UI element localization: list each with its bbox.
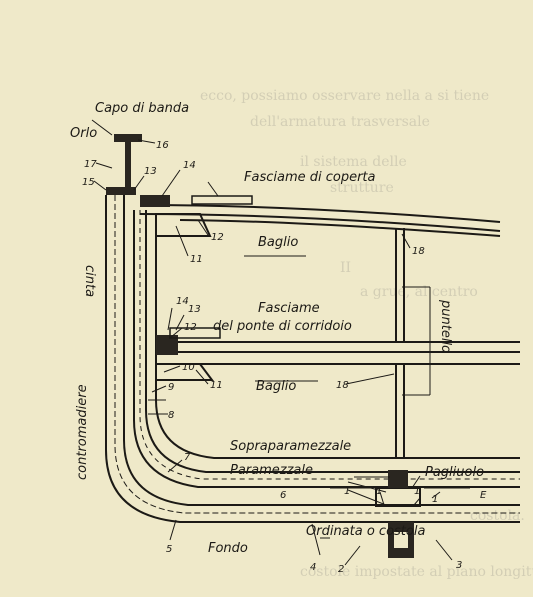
label-fasciame-corridoio-1: Fasciame: [258, 301, 320, 316]
num-10: 10: [182, 362, 195, 373]
num-6: 6: [280, 490, 286, 501]
num-11a: 11: [190, 254, 203, 265]
bg-line-5: II: [340, 260, 351, 276]
num-1a: 1: [344, 486, 350, 497]
corridor-clamp: [156, 335, 178, 355]
num-12b: 12: [184, 322, 197, 333]
num-18a: 18: [412, 246, 425, 257]
num-e: E: [480, 490, 487, 501]
num-16: 16: [156, 140, 169, 151]
bg-line-4: strutture: [330, 180, 394, 196]
text-labels: Capo di banda Orlo Fasciame di coperta B…: [70, 101, 484, 556]
bg-line-2: dell'armatura trasversale: [250, 114, 430, 130]
num-5: 5: [166, 544, 172, 555]
num-3: 3: [456, 560, 462, 571]
reference-numbers: 16 17 15 14 13 12 11 18 14 13 12 10 11 9…: [82, 140, 487, 575]
num-4: 4: [310, 562, 316, 573]
label-baglio-mid: Baglio: [256, 379, 296, 394]
num-9: 9: [168, 382, 174, 393]
label-capo-di-banda: Capo di banda: [95, 101, 189, 116]
label-orlo: Orlo: [70, 126, 97, 141]
num-14a: 14: [183, 160, 196, 171]
num-11b: 11: [210, 380, 223, 391]
bg-line-6: a grue, al centro: [360, 284, 478, 300]
num-13a: 13: [144, 166, 157, 177]
label-soprapamezzale: Sopraparamezzale: [230, 439, 351, 454]
background-bleed-text: ecco, possiamo osservare nella a si tien…: [200, 88, 533, 580]
num-12: 12: [211, 232, 224, 243]
num-7: 7: [184, 452, 191, 463]
label-pagliuolo: Pagliuolo: [425, 465, 484, 480]
bg-line-1: ecco, possiamo osservare nella a si tien…: [200, 88, 489, 104]
num-18b: 18: [336, 380, 349, 391]
num-17: 17: [84, 159, 97, 170]
leader-lines: [91, 119, 453, 566]
label-fasciame-di-coperta: Fasciame di coperta: [244, 170, 376, 185]
num-15: 15: [82, 177, 95, 188]
num-1d: 1: [432, 494, 438, 505]
num-13b: 13: [188, 304, 201, 315]
bg-line-7: costola.: [470, 508, 525, 524]
hull-structure: [105, 134, 520, 558]
label-fondo: Fondo: [208, 541, 248, 556]
num-8: 8: [168, 410, 174, 421]
label-ordinata: Ordinata o costola: [306, 524, 425, 539]
num-1b: 1: [376, 486, 382, 497]
label-fasciame-corridoio-2: del ponte di corridoio: [213, 319, 352, 334]
num-14b: 14: [176, 296, 189, 307]
bg-line-8: costole impostate al piano longitu-: [300, 564, 533, 580]
label-contromadiere: contromadiere: [75, 384, 90, 480]
deck-waterway: [140, 195, 170, 207]
gunwale-cap: [106, 187, 136, 195]
label-paramezzale: Paramezzale: [230, 463, 313, 478]
label-baglio-top: Baglio: [258, 235, 298, 250]
num-2: 2: [338, 564, 344, 575]
rail-cap: [114, 134, 142, 142]
label-puntello: puntello: [438, 299, 453, 353]
num-1c: 1: [414, 486, 420, 497]
bg-line-3: il sistema delle: [300, 154, 407, 170]
stanchion: [125, 142, 131, 187]
label-cinta: cinta: [82, 265, 97, 297]
